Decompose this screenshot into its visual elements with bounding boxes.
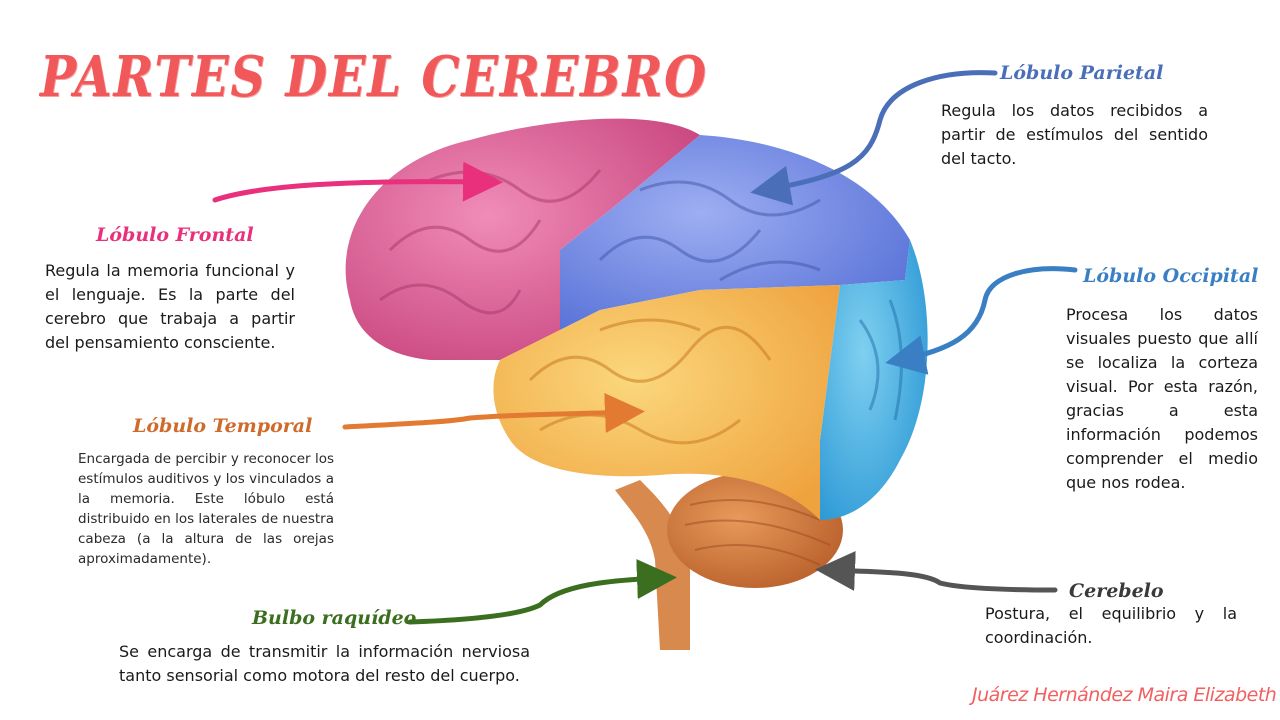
- cerebelo-description: Postura, el equilibrio y la coordinación…: [985, 604, 1237, 647]
- occipital-arrow: [885, 266, 1078, 375]
- temporal-lobe-description: Encargada de percibir y reconocer los es…: [78, 451, 334, 567]
- cerebelo-arrow: [815, 551, 1058, 593]
- frontal-lobe-description: Regula la memoria funcional y el lenguaj…: [45, 261, 295, 352]
- bulbo-arrow: [407, 558, 677, 625]
- page-title: PARTES DEL CEREBRO: [40, 44, 708, 110]
- occipital-lobe-description: Procesa los datos visuales puesto que al…: [1066, 305, 1258, 492]
- parietal-lobe-description: Regula los datos recibidos a partir de e…: [941, 101, 1208, 168]
- parietal-lobe-label: Lóbulo Parietal: [1000, 62, 1164, 84]
- temporal-arrow: [342, 393, 645, 433]
- bulbo-raquideo-description: Se encarga de transmitir la información …: [119, 642, 530, 685]
- temporal-lobe-label: Lóbulo Temporal: [133, 415, 313, 437]
- cerebelo-label: Cerebelo: [1069, 580, 1164, 602]
- bulbo-raquideo-label: Bulbo raquídeo: [252, 607, 417, 629]
- parietal-lobe-shape: [560, 135, 910, 330]
- occipital-lobe-label: Lóbulo Occipital: [1083, 265, 1259, 287]
- frontal-arrow: [212, 161, 503, 203]
- frontal-lobe-shape: [345, 118, 700, 361]
- parietal-arrow: [750, 70, 998, 206]
- frontal-lobe-label: Lóbulo Frontal: [96, 224, 254, 246]
- author-name: Juárez Hernández Maira Elizabeth: [972, 684, 1277, 706]
